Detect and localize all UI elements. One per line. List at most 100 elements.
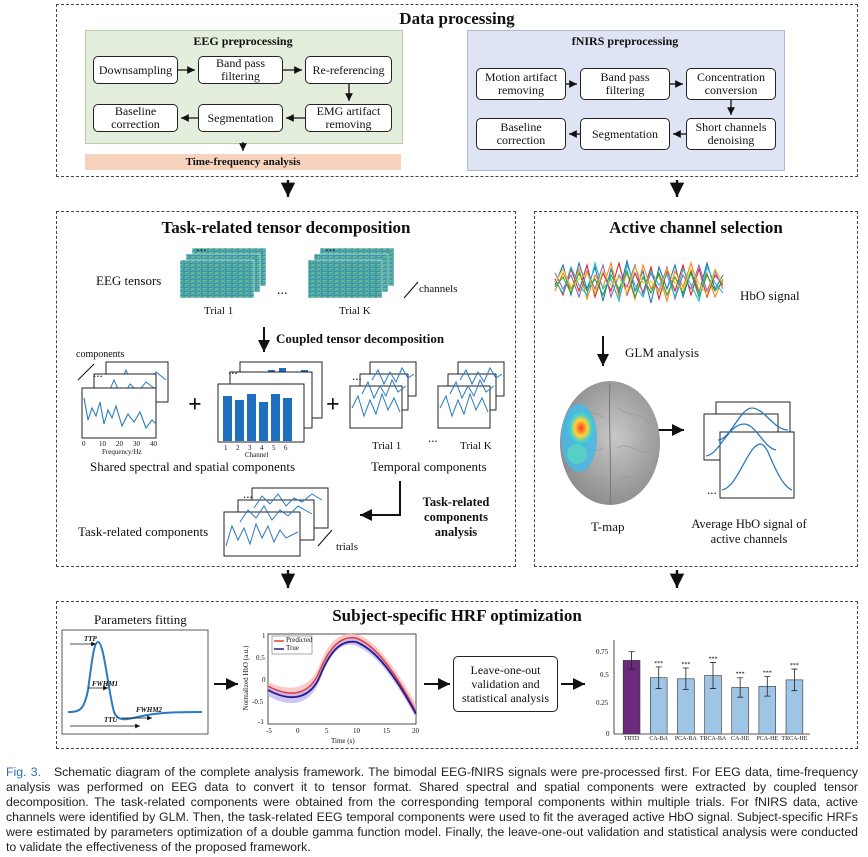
- bar-ytick-1: 0.5: [600, 671, 609, 679]
- channel-tick-2: 2: [236, 444, 240, 452]
- avg-hbo-label: Average HbO signal of active channels: [691, 517, 807, 546]
- tf-analysis-bar: Time-frequency analysis: [85, 154, 401, 170]
- pred-xtick-1: 0: [296, 727, 300, 735]
- error-bar-trtd: [628, 651, 635, 670]
- temporal-components-label: Temporal components: [371, 459, 487, 474]
- pred-xlabel: Time (s): [331, 737, 355, 745]
- tensor-dots-mid: ...: [277, 283, 288, 298]
- fwhm2-label: FWHM2: [136, 706, 163, 714]
- tmap-label: T-map: [591, 519, 625, 534]
- bar-category-label: CA-HE: [730, 736, 750, 742]
- pred-xtick-0: -5: [266, 727, 272, 735]
- channel-tick-4: 4: [260, 444, 264, 452]
- components-label: components: [76, 349, 125, 360]
- significance-stars: ***: [763, 671, 772, 677]
- error-bar-pca-ba: [682, 667, 689, 691]
- plus-1: +: [188, 392, 202, 418]
- bar-category-label: PCA-HE: [756, 736, 779, 742]
- bar-category-label: CA-BA: [649, 736, 669, 742]
- bar-ytick-2: 0.25: [596, 699, 609, 707]
- task-related-plots: [223, 487, 333, 557]
- data-processing-panel: [56, 4, 858, 177]
- hrf-title: Subject-specific HRF optimization: [332, 606, 582, 625]
- significance-stars: ***: [790, 663, 799, 669]
- pred-ytick-2: 0: [262, 676, 266, 684]
- eeg-baseline-node: Baseline correction: [93, 104, 178, 132]
- tensor-dots-2: ...: [325, 240, 336, 255]
- tensor-trial1-label: Trial 1: [204, 305, 234, 317]
- channel-tick-1: 1: [224, 444, 228, 452]
- fnirs-baseline-node: Baseline correction: [476, 118, 566, 150]
- prediction-plot: [267, 633, 417, 725]
- shared-components-label: Shared spectral and spatial components: [90, 459, 296, 474]
- pred-ylabel: Normalized HbO (a.u.): [242, 645, 250, 711]
- channel-tick-5: 5: [272, 444, 276, 452]
- bar-category-label: TRTD: [623, 736, 640, 742]
- temporal-trialk-label: Trial K: [460, 440, 492, 452]
- significance-stars: ***: [736, 672, 745, 678]
- significance-stars: ***: [654, 661, 663, 667]
- bar-category-label: TRCA-HE: [781, 736, 808, 742]
- error-bar-ca-ba: [655, 666, 662, 689]
- error-bar-pca-he: [764, 676, 771, 697]
- data-processing-title: Data processing: [399, 9, 515, 28]
- channel-tick-6: 6: [284, 444, 288, 452]
- ttp-label: TTP: [84, 635, 97, 643]
- active-channel-title: Active channel selection: [609, 218, 783, 237]
- downsampling-node: Downsampling: [93, 56, 178, 84]
- bar-ytick-0: 0.75: [596, 648, 609, 656]
- short-channels-node: Short channels denoising: [686, 118, 776, 150]
- error-bar-trca-ba: [710, 662, 716, 689]
- task-related-dots: ...: [243, 486, 253, 501]
- task-related-analysis-label: Task-related components analysis: [422, 495, 490, 539]
- spatial-dots: ...: [228, 362, 238, 377]
- comparison-bar-chart: *** *** *** *** *** ***: [613, 640, 810, 735]
- motion-artifact-node: Motion artifact removing: [476, 68, 566, 100]
- figure-caption: Fig. 3. Schematic diagram of the complet…: [6, 765, 858, 855]
- eeg-bandpass-node: Band pass filtering: [198, 56, 283, 84]
- temporal-components: [349, 361, 505, 429]
- eeg-tensors-label: EEG tensors: [96, 273, 162, 288]
- fnirs-bandpass-node: Band pass filtering: [580, 68, 670, 100]
- figure-number: Fig. 3.: [6, 765, 42, 779]
- coupled-decomposition-label: Coupled tensor decomposition: [276, 331, 445, 346]
- bar-trtd: [622, 660, 641, 735]
- eeg-tensor-images: [179, 247, 419, 299]
- average-hbo-plots: [703, 401, 795, 499]
- hbo-signal-label: HbO signal: [740, 288, 800, 303]
- error-bar-ca-he: [737, 677, 744, 698]
- error-bar-trca-he: [791, 668, 798, 692]
- glm-label: GLM analysis: [625, 345, 700, 360]
- temporal-trial1-label: Trial 1: [372, 440, 402, 452]
- bar-category-label: TRCA-BA: [699, 736, 727, 742]
- loo-validation-node: Leave-one-out validation and statistical…: [453, 656, 558, 712]
- tensor-title: Task-related tensor decomposition: [161, 218, 411, 237]
- spectral-dots: ...: [93, 365, 103, 380]
- pred-xtick-2: 5: [325, 727, 329, 735]
- channel-label: Channel: [245, 451, 269, 459]
- bar-category-label: PCA-BA: [674, 736, 697, 742]
- fnirs-segmentation-node: Segmentation: [580, 118, 670, 150]
- ttu-label: TTU: [104, 716, 118, 724]
- pred-xtick-3: 10: [353, 727, 360, 735]
- pred-xtick-4: 15: [383, 727, 390, 735]
- significance-stars: ***: [709, 657, 718, 663]
- temporal-dots-1: ...: [352, 368, 362, 383]
- eeg-segmentation-node: Segmentation: [198, 104, 283, 132]
- active-channel-panel: [534, 211, 858, 567]
- eeg-preprocessing-title: EEG preprocessing: [193, 34, 293, 48]
- pred-ytick-0: 1: [262, 632, 266, 640]
- significance-stars: ***: [681, 662, 690, 668]
- pred-ytick-4: -1: [258, 718, 264, 726]
- freq-tick-3: 30: [133, 440, 140, 448]
- pred-xtick-5: 20: [412, 727, 419, 735]
- freq-tick-1: 10: [99, 440, 106, 448]
- tensor-trialk-label: Trial K: [339, 305, 371, 317]
- hbo-signal-plot: [554, 258, 724, 304]
- pred-ytick-3: -0.5: [252, 698, 264, 706]
- freq-tick-2: 20: [116, 440, 123, 448]
